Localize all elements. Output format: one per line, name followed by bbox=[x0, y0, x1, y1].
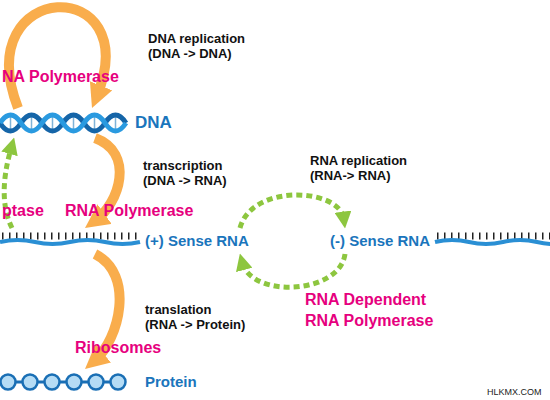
enzyme-label: Ribosomes bbox=[75, 337, 161, 358]
watermark: HLKMX.COM bbox=[487, 387, 542, 398]
protein-chain bbox=[1, 375, 126, 390]
rna-backbone bbox=[0, 240, 140, 244]
enzyme-label: NA Polymerase bbox=[2, 66, 119, 87]
strand-node: (-) Sense RNA bbox=[325, 228, 550, 254]
replication-arrow bbox=[240, 195, 344, 228]
amino-acid-bead bbox=[89, 375, 104, 390]
amino-acid-bead bbox=[45, 375, 60, 390]
line-spacer bbox=[233, 302, 263, 317]
helix-strand bbox=[0, 115, 126, 131]
replication-arrow bbox=[242, 254, 345, 287]
plus-rna-strand bbox=[0, 236, 140, 244]
node-label: DNA bbox=[135, 112, 172, 133]
process-arrow bbox=[9, 7, 106, 108]
amino-acid-bead bbox=[1, 375, 16, 390]
minus-rna-strand bbox=[435, 236, 550, 244]
process-label: transcription (DNA -> RNA) bbox=[143, 158, 255, 188]
dna-helix bbox=[0, 115, 126, 131]
enzyme-label: ptase bbox=[2, 200, 44, 221]
amino-acid-bead bbox=[67, 375, 82, 390]
enzyme-label: RNA Dependent RNA Polymerase bbox=[305, 289, 455, 331]
helix-strand bbox=[0, 115, 126, 131]
amino-acid-bead bbox=[23, 375, 38, 390]
node-label: Protein bbox=[145, 373, 197, 391]
strand-node: (+) Sense RNA bbox=[0, 228, 265, 254]
strand-node: DNA bbox=[0, 108, 175, 138]
process-label: RNA replication (RNA-> RNA) bbox=[310, 153, 422, 183]
line-spacer bbox=[241, 158, 255, 173]
node-label: (-) Sense RNA bbox=[330, 232, 430, 250]
amino-acid-bead bbox=[111, 375, 126, 390]
process-label: translation (RNA -> Protein) bbox=[145, 302, 263, 332]
strand-node: Protein bbox=[0, 369, 210, 395]
rna-backbone bbox=[435, 240, 550, 244]
enzyme-label: RNA Polymerase bbox=[65, 200, 193, 221]
process-label: DNA replication (DNA -> DNA) bbox=[148, 31, 260, 61]
node-label: (+) Sense RNA bbox=[145, 232, 249, 250]
